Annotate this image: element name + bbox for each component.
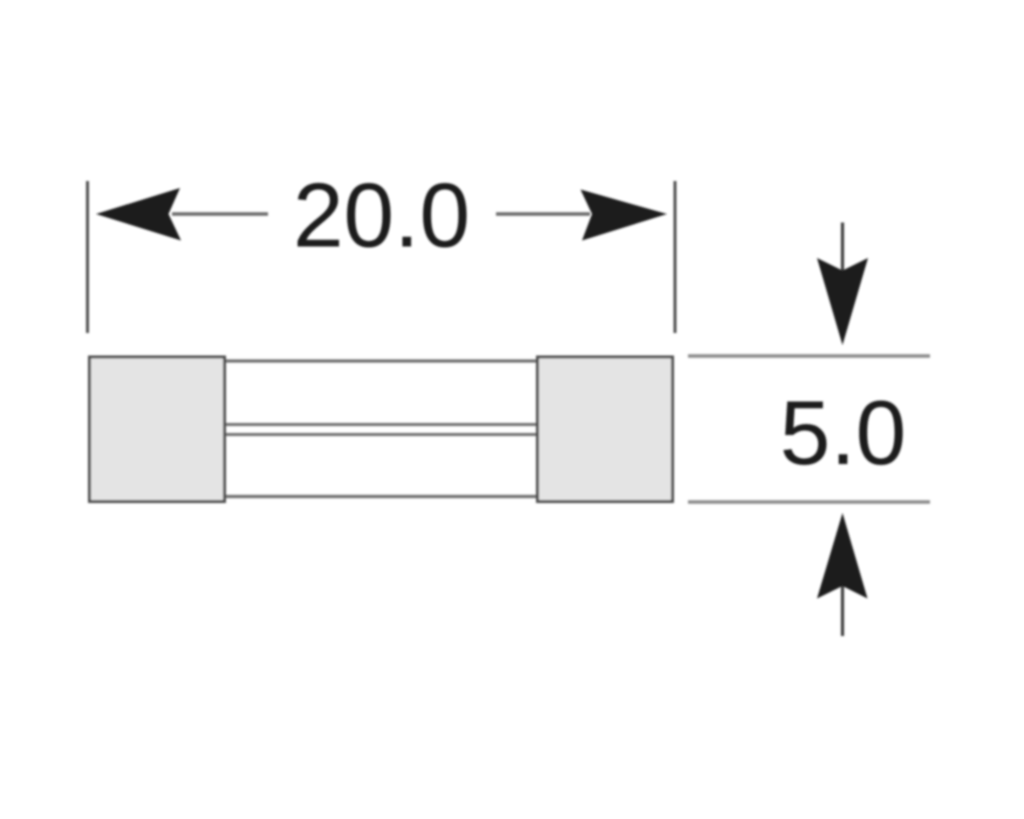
svg-text:5.0: 5.0 bbox=[780, 383, 907, 484]
svg-text:20.0: 20.0 bbox=[293, 166, 470, 267]
